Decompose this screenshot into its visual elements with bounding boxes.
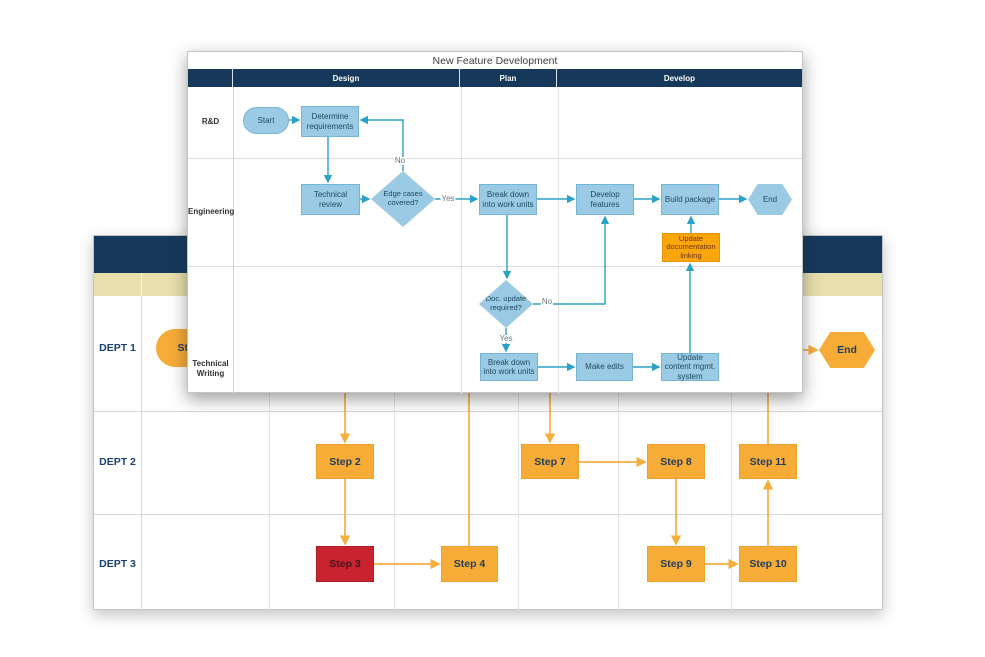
edge-label-yes: Yes [498, 334, 514, 343]
grid-line [394, 296, 395, 611]
divider [141, 273, 142, 296]
lane-label-dept-2: DEPT 2 [99, 456, 136, 468]
grid-line [269, 296, 270, 611]
phase-header-row: Design Plan Develop [188, 69, 802, 87]
grid-line [731, 296, 732, 611]
node-start: Start [243, 107, 289, 134]
edge-label-no: No [393, 156, 407, 165]
phase-header-spacer [188, 69, 233, 87]
node-step-3: Step 3 [316, 546, 374, 582]
lane-label-divider [233, 87, 234, 394]
phase-header-develop: Develop [663, 73, 695, 83]
phase-header-design: Design [233, 69, 461, 87]
grid-line [461, 87, 462, 394]
lane-label-rnd: R&D [201, 117, 220, 126]
node-update-content-mgmt-system: Update content mgmt. system [661, 353, 719, 381]
node-step-8: Step 8 [647, 444, 705, 479]
lane-label-technical-writing: Technical Writing [192, 359, 229, 378]
lane-label-dept-3: DEPT 3 [99, 558, 136, 570]
edge-label-no: No [540, 297, 554, 306]
lane-engineering [188, 158, 802, 266]
phase-header-plan: Plan [460, 69, 557, 87]
grid-line [558, 87, 559, 394]
node-step-11: Step 11 [739, 444, 797, 479]
diagram-title: New Feature Development [188, 52, 802, 70]
grid-line [618, 296, 619, 611]
dept-diagram-body: DEPT 1 DEPT 2 DEPT 3 [94, 296, 882, 611]
node-make-edits: Make edits [576, 353, 633, 381]
node-technical-review: Technical review [301, 184, 360, 215]
node-break-down-work-units-tw: Break down into work units [480, 353, 538, 381]
node-break-down-work-units-eng: Break down into work units [479, 184, 537, 215]
lane-label-dept-1: DEPT 1 [99, 342, 136, 354]
node-update-documentation-linking: Update documentation linking [662, 233, 720, 262]
node-step-10: Step 10 [739, 546, 797, 582]
lane-technical-writing [188, 266, 802, 394]
node-step-2: Step 2 [316, 444, 374, 479]
feature-development-diagram: New Feature Development Design Plan Deve… [187, 51, 803, 394]
edge-label-yes: Yes [440, 194, 456, 203]
node-develop-features: Develop features [576, 184, 634, 215]
lane-dept-3 [94, 514, 882, 611]
lane-label-engineering: Engineering [188, 207, 235, 216]
node-build-package: Build package [661, 184, 719, 215]
lane-dept-2 [94, 411, 882, 514]
node-step-9: Step 9 [647, 546, 705, 582]
node-determine-requirements: Determine requirements [301, 106, 359, 137]
node-end: End [819, 332, 875, 368]
node-end: End [748, 184, 792, 215]
grid-line [518, 296, 519, 611]
node-step-7: Step 7 [521, 444, 579, 479]
node-step-4: Step 4 [441, 546, 498, 582]
lane-label-divider [141, 296, 142, 611]
